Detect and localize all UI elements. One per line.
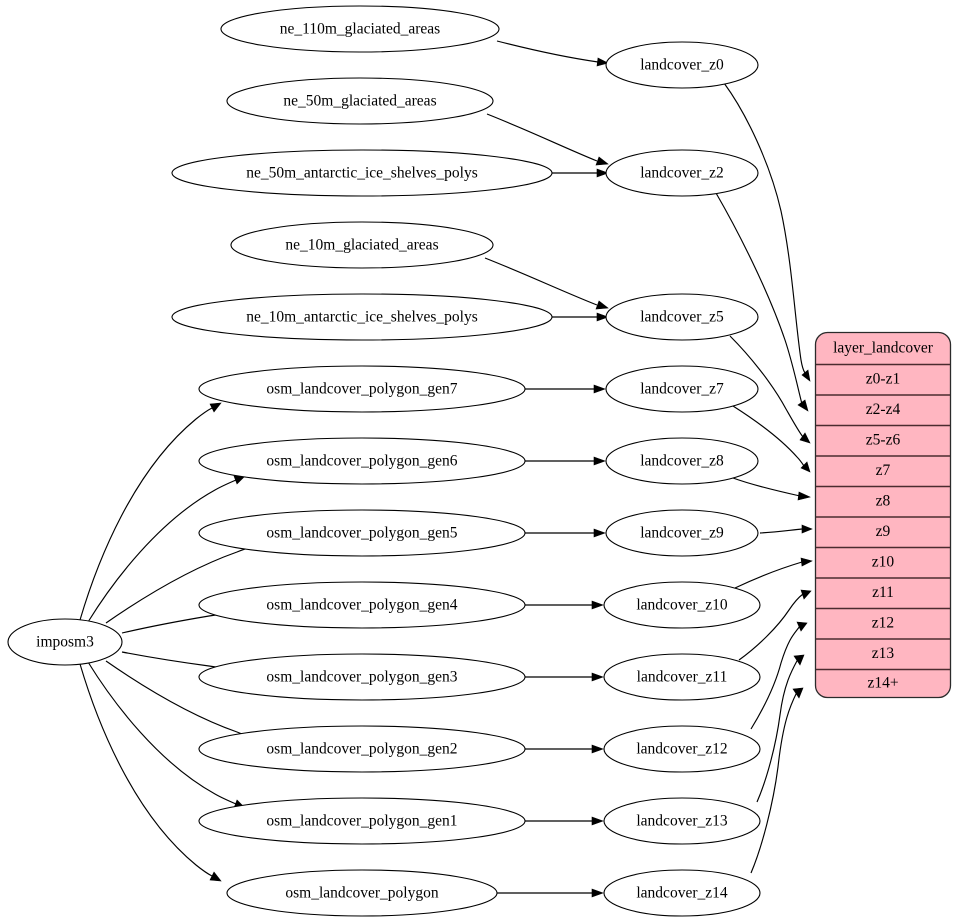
edge-z14-to-row-z14plus xyxy=(750,687,804,874)
node-osm-landcover-polygon-gen4[interactable]: osm_landcover_polygon_gen4 xyxy=(198,581,526,629)
natural-earth-node-group: ne_110m_glaciated_areas ne_50m_glaciated… xyxy=(171,5,553,341)
node-label: osm_landcover_polygon_gen7 xyxy=(266,381,457,398)
node-label: landcover_z12 xyxy=(636,741,727,758)
node-landcover-z7[interactable]: landcover_z7 xyxy=(605,365,759,413)
node-label: landcover_z9 xyxy=(640,525,724,542)
node-osm-landcover-polygon[interactable]: osm_landcover_polygon xyxy=(226,869,498,917)
record-row-z8[interactable]: z8 xyxy=(876,493,891,510)
node-osm-landcover-polygon-gen2[interactable]: osm_landcover_polygon_gen2 xyxy=(198,725,526,773)
node-label: landcover_z8 xyxy=(640,453,724,470)
node-label: ne_10m_glaciated_areas xyxy=(285,237,438,254)
node-label: osm_landcover_polygon_gen2 xyxy=(266,741,457,758)
node-label: landcover_z5 xyxy=(640,309,724,326)
node-label: landcover_z14 xyxy=(636,885,727,902)
node-label: landcover_z13 xyxy=(636,813,727,830)
edge-z13-to-row-z13 xyxy=(756,654,805,803)
node-label: osm_landcover_polygon xyxy=(285,885,439,902)
edge-ne10glac-to-z5 xyxy=(484,257,609,310)
node-landcover-z12[interactable]: landcover_z12 xyxy=(603,725,761,773)
edge-gen7-to-z7 xyxy=(525,384,606,394)
edge-z2-to-row-z2z4 xyxy=(715,192,809,412)
node-landcover-z8[interactable]: landcover_z8 xyxy=(605,437,759,485)
node-label: landcover_z7 xyxy=(640,381,724,398)
record-row-z11[interactable]: z11 xyxy=(872,584,894,601)
node-label: osm_landcover_polygon_gen6 xyxy=(266,453,457,470)
edge-ne110-to-z0 xyxy=(496,40,609,67)
node-label: landcover_z11 xyxy=(637,669,728,686)
node-label: osm_landcover_polygon_gen3 xyxy=(266,669,457,686)
edge-gen4-to-z10 xyxy=(525,600,604,610)
node-label: osm_landcover_polygon_gen4 xyxy=(266,597,457,614)
edge-ne50glac-to-z2 xyxy=(486,113,609,166)
node-label: landcover_z2 xyxy=(640,165,724,182)
record-body xyxy=(814,331,952,699)
record-row-z12[interactable]: z12 xyxy=(872,615,894,632)
osm-node-group: osm_landcover_polygon_gen7 osm_landcover… xyxy=(198,365,526,917)
node-landcover-z9[interactable]: landcover_z9 xyxy=(605,509,759,557)
node-landcover-z5[interactable]: landcover_z5 xyxy=(605,293,759,341)
record-row-z5-z6[interactable]: z5-z6 xyxy=(866,432,901,449)
record-layer-landcover[interactable]: layer_landcover z0-z1 z2-z4 z5-z6 z7 z8 … xyxy=(814,331,952,699)
edge-imposm3-to-gen6 xyxy=(87,475,246,623)
edge-imposm3-to-gen7 xyxy=(79,402,222,621)
node-label: osm_landcover_polygon_gen5 xyxy=(266,525,457,542)
node-imposm3[interactable]: imposm3 xyxy=(7,618,123,666)
node-osm-landcover-polygon-gen1[interactable]: osm_landcover_polygon_gen1 xyxy=(198,797,526,845)
node-ne-50m-antarctic-ice-shelves-polys[interactable]: ne_50m_antarctic_ice_shelves_polys xyxy=(171,149,553,197)
node-label: imposm3 xyxy=(36,634,94,651)
node-landcover-z0[interactable]: landcover_z0 xyxy=(605,41,759,89)
node-label: landcover_z10 xyxy=(636,597,727,614)
node-ne-50m-glaciated-areas[interactable]: ne_50m_glaciated_areas xyxy=(226,77,494,125)
record-row-z9[interactable]: z9 xyxy=(876,523,891,540)
node-label: ne_50m_glaciated_areas xyxy=(283,93,436,110)
node-label: ne_10m_antarctic_ice_shelves_polys xyxy=(246,309,478,326)
node-ne-110m-glaciated-areas[interactable]: ne_110m_glaciated_areas xyxy=(220,5,500,53)
edge-z5-to-row-z5z6 xyxy=(729,335,811,444)
node-label: osm_landcover_polygon_gen1 xyxy=(266,813,457,830)
edge-polygon-to-z14 xyxy=(496,888,604,898)
edge-imposm3-to-polygon xyxy=(79,663,222,882)
edge-z11-to-row-z11 xyxy=(738,589,812,661)
edge-z9-to-row-z9 xyxy=(759,524,813,534)
edge-ne50antarctic-to-z2 xyxy=(552,168,609,178)
record-row-z2-z4[interactable]: z2-z4 xyxy=(866,401,901,418)
record-row-z0-z1[interactable]: z0-z1 xyxy=(866,371,900,388)
record-row-z13[interactable]: z13 xyxy=(872,645,895,662)
landcover-node-group: landcover_z0 landcover_z2 landcover_z5 l… xyxy=(603,41,761,917)
edge-gen6-to-z8 xyxy=(525,456,606,466)
edge-z7-to-row-z7 xyxy=(732,405,811,473)
edge-z10-to-row-z10 xyxy=(734,557,813,589)
node-label: ne_50m_antarctic_ice_shelves_polys xyxy=(246,165,478,182)
node-landcover-z13[interactable]: landcover_z13 xyxy=(603,797,761,845)
node-label: landcover_z0 xyxy=(640,57,724,74)
node-landcover-z10[interactable]: landcover_z10 xyxy=(603,581,761,629)
edge-z0-to-row-z0z1 xyxy=(723,82,811,382)
edge-gen1-to-z13 xyxy=(525,816,604,826)
node-osm-landcover-polygon-gen6[interactable]: osm_landcover_polygon_gen6 xyxy=(198,437,526,485)
node-osm-landcover-polygon-gen5[interactable]: osm_landcover_polygon_gen5 xyxy=(198,509,526,557)
node-label: ne_110m_glaciated_areas xyxy=(280,21,440,38)
record-row-z7[interactable]: z7 xyxy=(876,462,891,479)
node-landcover-z14[interactable]: landcover_z14 xyxy=(603,869,761,917)
edge-ne10antarctic-to-z5 xyxy=(552,312,609,322)
node-ne-10m-glaciated-areas[interactable]: ne_10m_glaciated_areas xyxy=(230,221,494,269)
node-osm-landcover-polygon-gen7[interactable]: osm_landcover_polygon_gen7 xyxy=(198,365,526,413)
record-row-z10[interactable]: z10 xyxy=(872,554,895,571)
record-row-z14-plus[interactable]: z14+ xyxy=(867,675,898,692)
node-osm-landcover-polygon-gen3[interactable]: osm_landcover_polygon_gen3 xyxy=(198,653,526,701)
edge-gen5-to-z9 xyxy=(525,528,606,538)
edge-z12-to-row-z12 xyxy=(750,621,808,730)
node-ne-10m-antarctic-ice-shelves-polys[interactable]: ne_10m_antarctic_ice_shelves_polys xyxy=(171,293,553,341)
edge-z8-to-row-z8 xyxy=(732,477,811,501)
node-landcover-z11[interactable]: landcover_z11 xyxy=(603,653,761,701)
edge-gen3-to-z11 xyxy=(525,672,604,682)
edge-gen2-to-z12 xyxy=(524,744,604,754)
node-landcover-z2[interactable]: landcover_z2 xyxy=(605,149,759,197)
record-title: layer_landcover xyxy=(833,340,934,357)
